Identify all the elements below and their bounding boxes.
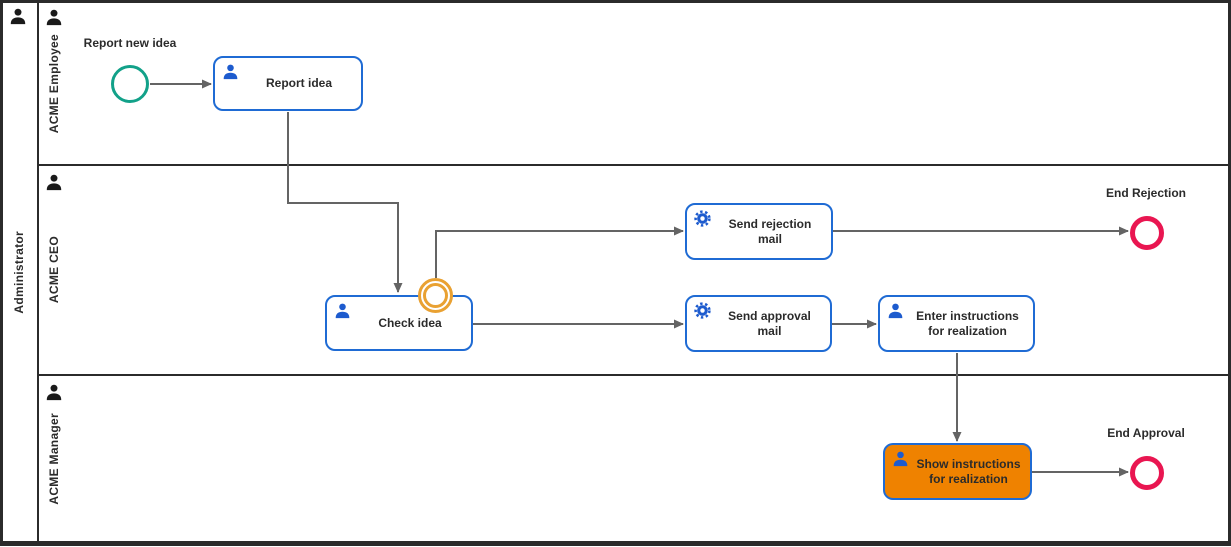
user-icon xyxy=(334,302,351,319)
end-rejection-label: End Rejection xyxy=(1105,186,1186,200)
end-event-rejection[interactable] xyxy=(1130,216,1164,250)
start-event-label: Report new idea xyxy=(83,36,177,50)
task-label: Report idea xyxy=(265,76,332,90)
gear-icon xyxy=(694,302,711,319)
start-event[interactable] xyxy=(111,65,149,103)
boundary-timer-event[interactable] xyxy=(418,278,453,313)
user-icon xyxy=(892,450,909,467)
task-send-approval-mail[interactable]: Send approval mail xyxy=(685,295,832,352)
end-approval-label: End Approval xyxy=(1107,426,1185,440)
task-label: Show instructions for realization xyxy=(916,456,1021,486)
user-icon xyxy=(222,63,239,80)
end-event-approval[interactable] xyxy=(1130,456,1164,490)
lane-label-acme-employee: ACME Employee xyxy=(47,33,61,134)
task-label: Check idea xyxy=(378,315,442,330)
task-show-instructions-for-realization[interactable]: Show instructions for realization xyxy=(883,443,1032,500)
pool-label: Administrator xyxy=(12,230,26,314)
task-report-idea[interactable]: Report idea xyxy=(213,56,363,111)
pool-header-divider xyxy=(37,3,39,541)
task-label: Send rejection mail xyxy=(728,216,812,246)
lane-divider-2 xyxy=(39,374,1228,376)
flow-report-idea-to-check-idea[interactable] xyxy=(287,112,403,293)
task-label: Send approval mail xyxy=(728,308,811,338)
lane-label-acme-manager: ACME Manager xyxy=(47,413,61,505)
user-icon xyxy=(887,302,904,319)
task-label: Enter instructions for realization xyxy=(916,308,1019,338)
task-send-rejection-mail[interactable]: Send rejection mail xyxy=(685,203,833,260)
gear-icon xyxy=(694,210,711,227)
flow-boundary-to-send-rejection[interactable] xyxy=(435,226,684,278)
lane-label-acme-ceo: ACME CEO xyxy=(47,236,61,304)
task-enter-instructions-for-realization[interactable]: Enter instructions for realization xyxy=(878,295,1035,352)
lane-divider-1 xyxy=(39,164,1228,166)
